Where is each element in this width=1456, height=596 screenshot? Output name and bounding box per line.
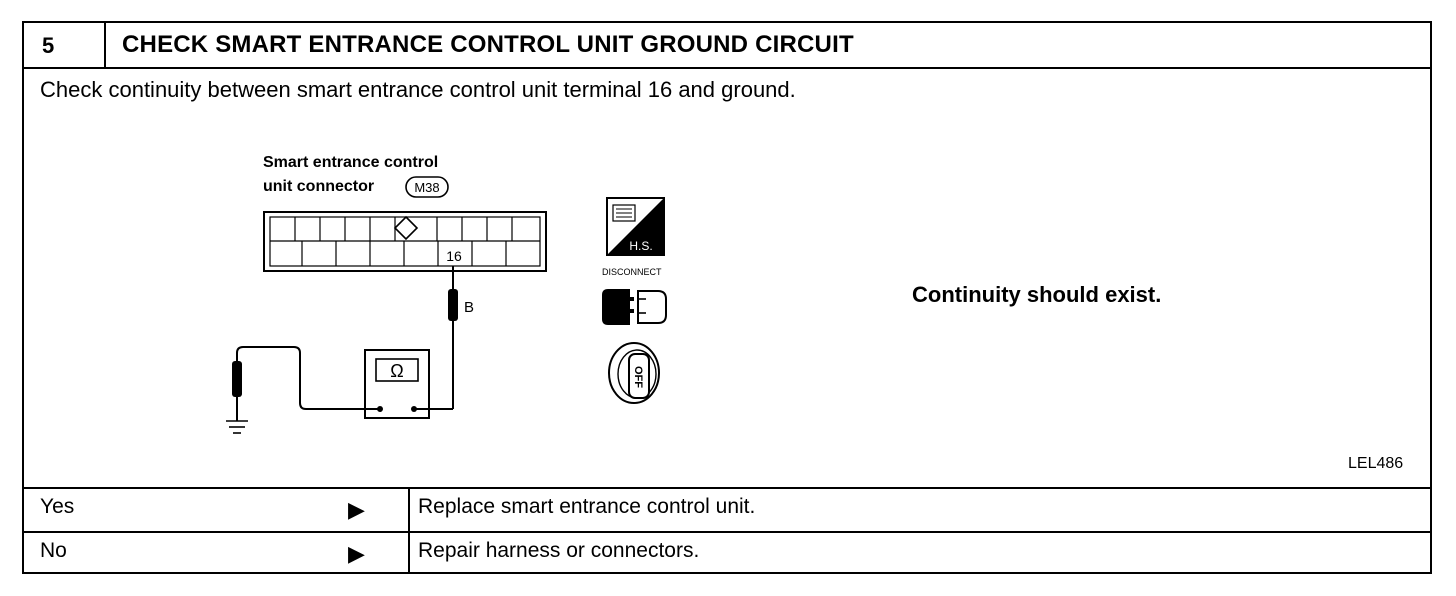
outcome-yes-action: Replace smart entrance control unit. — [418, 495, 756, 518]
ground-probe — [232, 346, 380, 421]
outcome-no-action: Repair harness or connectors. — [418, 539, 700, 562]
outcome-column-divider — [408, 487, 410, 572]
step-title: CHECK SMART ENTRANCE CONTROL UNIT GROUND… — [122, 31, 854, 58]
header-divider — [24, 67, 1430, 69]
connector-id: M38 — [414, 180, 439, 195]
outcome-yes-label: Yes — [40, 495, 75, 518]
disconnect-icon: DISCONNECT — [602, 267, 667, 325]
ground-symbol — [226, 420, 248, 434]
ohmmeter: Ω — [364, 349, 453, 419]
positive-probe: B — [448, 266, 474, 409]
ignition-off-text: OFF — [632, 366, 644, 388]
ignition-off-icon: OFF — [608, 342, 660, 404]
outcome-divider — [24, 531, 1430, 533]
terminal-number: 16 — [446, 248, 462, 264]
diagram-divider — [24, 487, 1430, 489]
figure-reference: LEL486 — [1348, 455, 1404, 472]
connector-id-badge: M38 — [405, 176, 449, 198]
continuity-check-diagram: Smart entrance control unit connector M3… — [226, 154, 667, 434]
step-instruction: Check continuity between smart entrance … — [40, 77, 796, 102]
connector-label-line2: unit connector — [263, 178, 374, 195]
disconnect-icon-text: DISCONNECT — [602, 267, 662, 277]
step-number-divider — [104, 23, 106, 67]
hs-icon-text: H.S. — [629, 239, 652, 253]
connector-m38: 16 — [263, 211, 547, 272]
procedure-table: 5 CHECK SMART ENTRANCE CONTROL UNIT GROU… — [22, 21, 1432, 574]
expected-result: Continuity should exist. — [912, 282, 1162, 307]
connector-label-line1: Smart entrance control — [263, 154, 438, 171]
outcome-no-arrow-icon: ▶ — [348, 541, 365, 566]
wire-color: B — [464, 299, 474, 316]
ohm-symbol: Ω — [390, 361, 403, 381]
hs-icon: H.S. — [606, 197, 665, 256]
step-number: 5 — [42, 33, 55, 58]
outcome-yes-arrow-icon: ▶ — [348, 497, 365, 522]
outcome-no-label: No — [40, 539, 67, 562]
